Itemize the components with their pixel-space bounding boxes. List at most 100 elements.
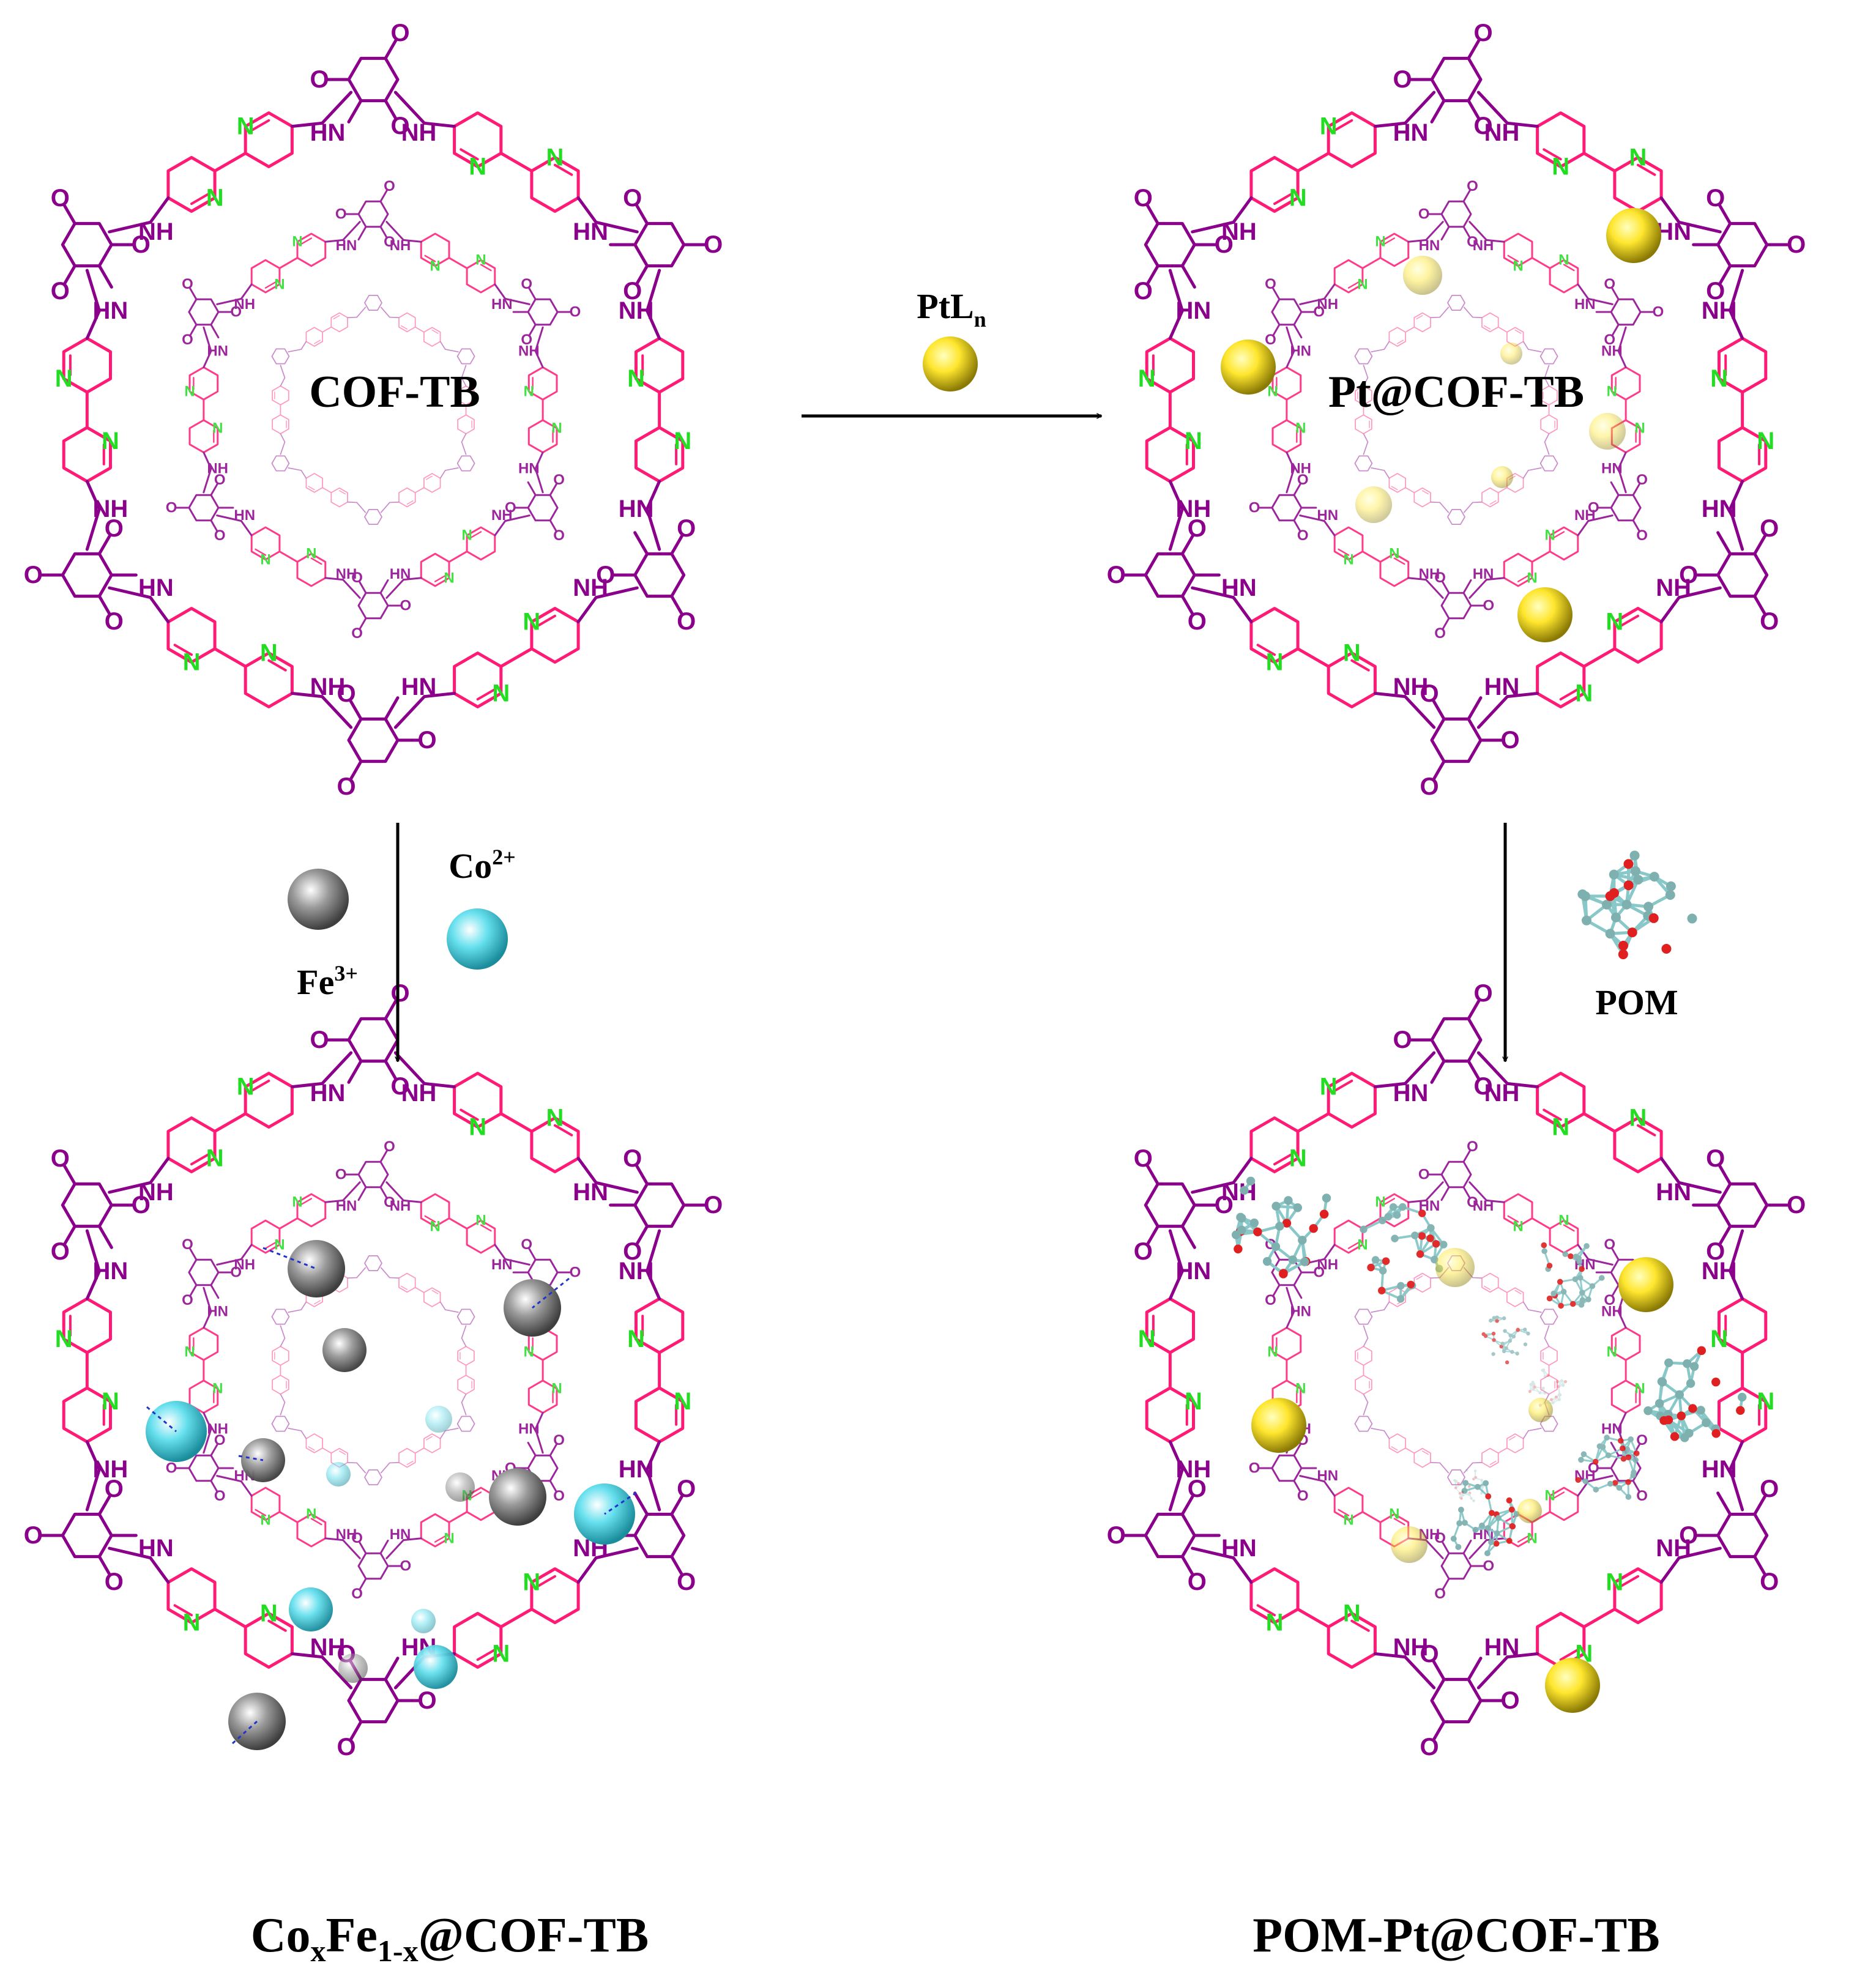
pyridine-ring [423, 1287, 441, 1307]
oxygen-label: O [51, 185, 70, 212]
pom-oxygen-atom [1282, 1219, 1292, 1228]
pyridine-nitrogen-label: N [461, 527, 472, 544]
pyridine-double-bond [480, 1224, 492, 1232]
oxygen-label: O [1134, 185, 1153, 212]
pom-oxygen-atom [1711, 1429, 1721, 1438]
pom-metal-atom [1440, 1241, 1448, 1249]
pom-metal-atom [1621, 899, 1632, 910]
carbonyl-bond [1632, 483, 1640, 496]
methylene-bond [1527, 1427, 1542, 1431]
pom-metal-atom [1275, 1222, 1284, 1231]
pyridine-nitrogen-label: N [274, 276, 285, 292]
biaryl-bond [414, 326, 425, 333]
methylene-bond [356, 306, 367, 318]
pyridine-nitrogen-label: N [1289, 1145, 1307, 1171]
amine-bond [280, 433, 286, 443]
nh-label: NH [138, 218, 174, 245]
pyridine-nitrogen-label: N [1757, 1388, 1774, 1415]
pyridine-nitrogen-label: N [430, 258, 440, 274]
pyridine-nitrogen-label: N [237, 113, 255, 140]
carbonyl-bond [1632, 1480, 1640, 1493]
amine-bond [1617, 1412, 1627, 1430]
trione-ring [1440, 200, 1472, 228]
pom-metal-atom [1453, 1479, 1456, 1482]
pyridine-ring [1388, 1433, 1406, 1453]
methylene-bond [1371, 467, 1385, 471]
pyridine-nitrogen-label: N [102, 428, 119, 455]
pom-oxygen-atom [1550, 1398, 1554, 1401]
pyridine-ring [1481, 1272, 1499, 1293]
methylene-bond [1476, 695, 1509, 729]
oxygen-label: O [1297, 472, 1309, 488]
methylene-bond [1425, 579, 1444, 599]
pom-metal-atom [1411, 1231, 1419, 1239]
trione-ring [364, 1255, 382, 1271]
carbonyl-bond [1611, 1284, 1620, 1297]
nh-label: NH [1175, 496, 1211, 522]
carbonyl-bond [359, 617, 367, 630]
pyridine-double-bond [460, 148, 479, 161]
biaryl-bond [1361, 1511, 1382, 1523]
pom-metal-atom [1589, 1283, 1596, 1290]
pt-nanoparticle [1500, 343, 1522, 365]
pom-bond [1552, 1397, 1557, 1403]
carbonyl-bond [1293, 1480, 1301, 1493]
oxygen-label: O [351, 1530, 363, 1546]
pyridine-nitrogen-label: N [1343, 1512, 1353, 1528]
oxygen-label: O [1393, 66, 1412, 93]
pom-oxygen-atom [1618, 949, 1628, 960]
carbonyl-bond [1272, 324, 1281, 336]
oxygen-label: O [351, 625, 363, 642]
pom-metal-atom [1393, 1211, 1401, 1219]
pt-nanoparticle [1517, 1499, 1542, 1523]
oxygen-label: O [1636, 1488, 1648, 1504]
pom-metal-atom [1579, 1290, 1585, 1296]
methylene-bond [1363, 1401, 1369, 1416]
carbonyl-bond [1753, 534, 1767, 555]
carbonyl-bond [1462, 226, 1471, 239]
methylene-bond [594, 586, 639, 599]
methylene-bond [1286, 1286, 1295, 1313]
biaryl-bond [322, 326, 332, 333]
carbonyl-bond [97, 1494, 111, 1516]
methyl-bond [1293, 1284, 1303, 1299]
methylene-bond [1363, 365, 1369, 379]
amine-bond [389, 316, 400, 319]
oxygen-label: O [1473, 20, 1492, 46]
pyridine-nitrogen-label: N [212, 1381, 223, 1397]
amine-bond [149, 196, 170, 224]
oxygen-label: O [1706, 278, 1725, 305]
pom-metal-atom [1478, 1522, 1485, 1529]
amine-bond [240, 283, 253, 300]
pyridine-double-bond [1347, 281, 1360, 289]
oxygen-label: O [1706, 185, 1725, 212]
pyridine-nitrogen-label: N [183, 1609, 201, 1636]
oxygen-label: O [310, 66, 329, 93]
amine-bond [1577, 520, 1590, 536]
methyl-bond [1430, 99, 1446, 124]
pt-nanoparticle [1403, 256, 1442, 295]
oxygen-label: O [384, 1138, 395, 1155]
pom-metal-atom [1551, 1401, 1555, 1405]
carbonyl-bond [210, 483, 218, 496]
hn-label: HN [1317, 1468, 1338, 1484]
amine-bond [1383, 1301, 1390, 1310]
pyridine-double-bond [1338, 548, 1350, 556]
biaryl-bond [448, 257, 468, 269]
pyridine-double-bond [424, 254, 436, 262]
pom-oxygen-atom [1618, 940, 1628, 951]
nh-label: NH [1473, 237, 1494, 254]
carbonyl-bond [189, 1248, 198, 1261]
carbonyl-bond [384, 1060, 398, 1081]
amine-bond [240, 1480, 253, 1497]
trione-ring [1144, 552, 1196, 598]
pom-oxygen-atom [1426, 1234, 1434, 1242]
amine-bond [149, 596, 170, 624]
pom-metal-atom [1689, 1362, 1699, 1371]
nh-label: NH [336, 1526, 357, 1543]
pom-bond [1555, 1394, 1560, 1398]
carbonyl-bond [1753, 1494, 1767, 1516]
methylene-bond [393, 91, 426, 125]
hn-label: HN [138, 574, 174, 601]
